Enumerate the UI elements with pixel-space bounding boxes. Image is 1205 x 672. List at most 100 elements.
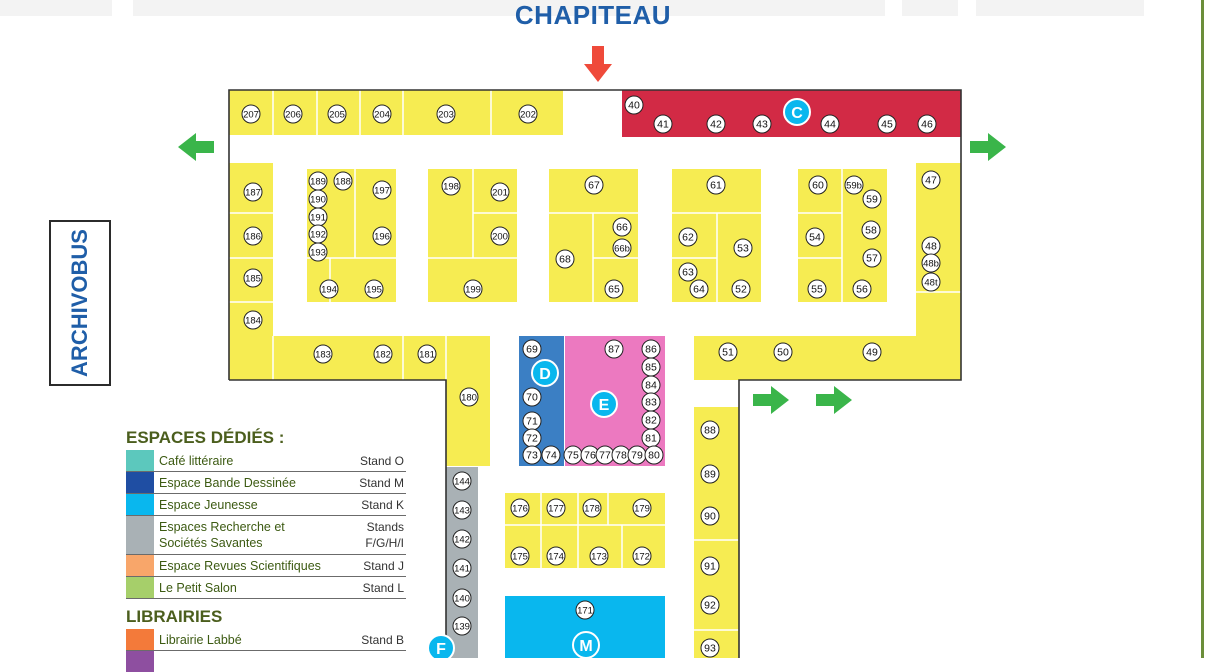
- legend-label: Librairie Labbé: [159, 632, 242, 647]
- stand-number: 79: [631, 450, 643, 462]
- stand-marker: 71: [522, 411, 542, 431]
- stand-number: 193: [310, 248, 326, 259]
- zone-badge-circle: [531, 359, 559, 387]
- stand-marker: 48b: [921, 253, 941, 273]
- stand-circle: [452, 558, 472, 578]
- stand-marker: 175: [510, 546, 530, 566]
- exit-arrow-icon: [970, 133, 1006, 161]
- stand-marker: 204: [372, 104, 392, 124]
- stand-circle: [805, 227, 825, 247]
- stand-marker: 143: [452, 500, 472, 520]
- stand-marker: 184: [243, 310, 263, 330]
- stand-circle: [364, 279, 384, 299]
- legend-swatch: [126, 516, 154, 554]
- page-edge-line: [1201, 0, 1204, 658]
- stand-marker: 47: [921, 170, 941, 190]
- stand-marker: 44: [820, 114, 840, 134]
- stand-number: 66: [616, 222, 628, 234]
- stand-marker: 51: [718, 342, 738, 362]
- legend-swatch: [126, 450, 154, 471]
- stand-circle: [808, 175, 828, 195]
- stand-circle: [700, 556, 720, 576]
- stand-number: 84: [645, 380, 657, 392]
- stand-marker: 176: [510, 498, 530, 518]
- stand-number: 65: [608, 284, 620, 296]
- stand-circle: [706, 114, 726, 134]
- stand-circle: [604, 279, 624, 299]
- zone-badge: E: [590, 390, 618, 418]
- stand-number: 206: [285, 110, 301, 121]
- stand-marker: 92: [700, 595, 720, 615]
- stand-circle: [862, 248, 882, 268]
- stand-marker: 185: [243, 268, 263, 288]
- stand-number: 171: [577, 606, 593, 617]
- stand-number: 192: [310, 230, 326, 241]
- stand-marker: 182: [373, 344, 393, 364]
- legend-stand: Stand M: [359, 475, 404, 490]
- stand-marker: 74: [541, 445, 561, 465]
- stand-marker: 59b: [844, 175, 864, 195]
- stand-marker: 62: [678, 227, 698, 247]
- stand-circle: [689, 279, 709, 299]
- stand-marker: 73: [522, 445, 542, 465]
- stand-number: 189: [310, 177, 326, 188]
- stand-number: 85: [645, 362, 657, 374]
- legend-stand: Stand L: [362, 580, 404, 595]
- stand-number: 77: [599, 450, 611, 462]
- stand-marker: 192: [308, 224, 328, 244]
- archivobus-box[interactable]: ARCHIVOBUS: [49, 220, 111, 386]
- stand-circle: [522, 339, 542, 359]
- stand-circle: [731, 279, 751, 299]
- stand-marker: 84: [641, 375, 661, 395]
- stand-marker: 79: [627, 445, 647, 465]
- stand-marker: 75: [563, 445, 583, 465]
- stand-marker: 42: [706, 114, 726, 134]
- stand-circle: [546, 546, 566, 566]
- stand-marker: 144: [452, 471, 472, 491]
- stand-marker: 189: [308, 171, 328, 191]
- stand-marker: 194: [319, 279, 339, 299]
- stand-marker: 201: [490, 182, 510, 202]
- stand-number: 83: [645, 397, 657, 409]
- stand-marker: 55: [807, 279, 827, 299]
- stand-number: 190: [310, 195, 326, 206]
- stand-number: 187: [245, 188, 261, 199]
- stand-number: 90: [704, 511, 716, 523]
- zone-badge-circle: [783, 98, 811, 126]
- stand-number: 61: [710, 180, 722, 192]
- stand-marker: 58: [861, 220, 881, 240]
- stand-circle: [700, 595, 720, 615]
- stand-number: 82: [645, 415, 657, 427]
- stand-circle: [624, 95, 644, 115]
- stand-number: 48t: [924, 278, 938, 289]
- chapiteau-title: CHAPITEAU: [514, 0, 672, 30]
- legend-swatch: [126, 651, 154, 672]
- stand-marker: 86: [641, 339, 661, 359]
- stand-number: 67: [588, 180, 600, 192]
- legend-stand: Stand J: [363, 558, 404, 573]
- stand-number: 178: [584, 504, 600, 515]
- stand-circle: [452, 529, 472, 549]
- stand-circle: [752, 114, 772, 134]
- stand-marker: 50: [773, 342, 793, 362]
- hall-outline: [229, 379, 447, 658]
- zone-badge: M: [572, 631, 600, 658]
- stand-marker: 200: [490, 226, 510, 246]
- stand-marker: 141: [452, 558, 472, 578]
- stand-number: 43: [756, 119, 768, 131]
- stand-number: 46: [921, 119, 933, 131]
- stand-marker: 59: [862, 189, 882, 209]
- stand-area: [229, 90, 563, 135]
- stand-number: 60: [812, 180, 824, 192]
- stand-circle: [632, 498, 652, 518]
- exit-arrow-icon: [178, 133, 214, 161]
- stand-marker: 196: [372, 226, 392, 246]
- stand-number: 44: [824, 119, 836, 131]
- stand-number: 78: [615, 450, 627, 462]
- stand-number: 68: [559, 254, 571, 266]
- stand-number: 47: [925, 175, 937, 187]
- stand-number: 92: [704, 600, 716, 612]
- stand-marker: 180: [459, 387, 479, 407]
- stand-circle: [518, 104, 538, 124]
